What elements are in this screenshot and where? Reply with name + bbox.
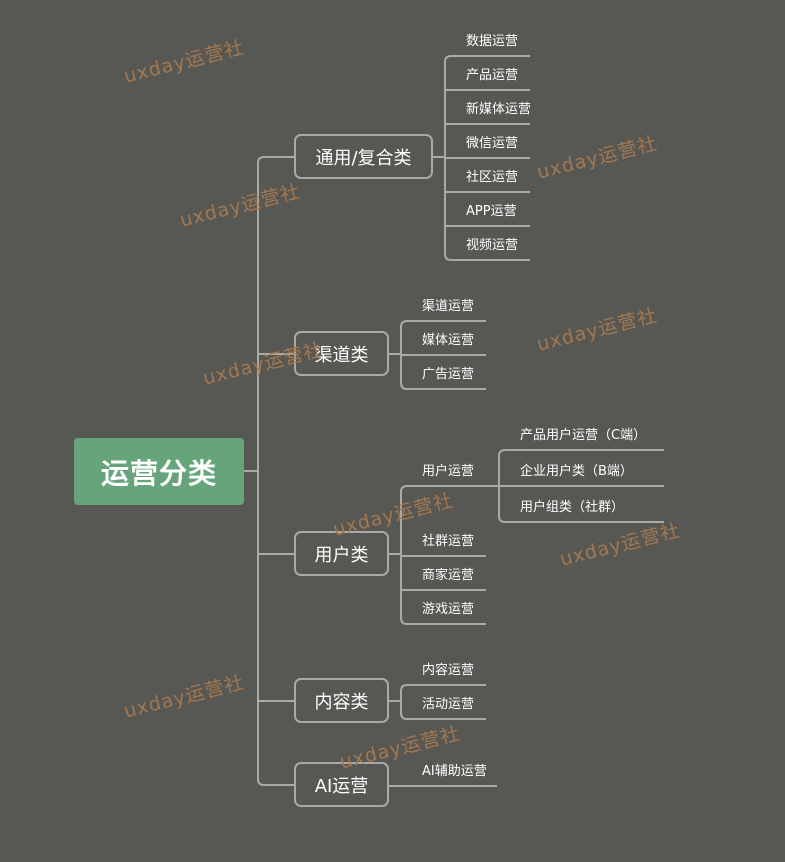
leaf-node[interactable]: 微信运营 (466, 136, 519, 151)
root-label: 运营分类 (100, 456, 217, 490)
category-channel[interactable]: 渠道类 (294, 331, 389, 376)
channel-branch (400, 320, 486, 328)
content-branch (400, 712, 486, 720)
root-node[interactable]: 运营分类 (74, 438, 244, 505)
leaf-node[interactable]: 视频运营 (466, 238, 519, 253)
leaf-node[interactable]: 用户运营 (422, 464, 475, 479)
category-content[interactable]: 内容类 (294, 678, 389, 723)
leaf-node[interactable]: 媒体运营 (422, 333, 475, 348)
general-branch (444, 55, 530, 63)
channel-branch (400, 382, 486, 390)
leaf-node[interactable]: 社区运营 (466, 170, 519, 185)
leaf-node[interactable]: 渠道运营 (422, 299, 475, 314)
user-sub-branch (498, 515, 664, 523)
leaf-node[interactable]: 数据运营 (466, 34, 519, 49)
category-label: 用户类 (314, 544, 369, 566)
category-connector (257, 156, 294, 164)
category-user[interactable]: 用户类 (294, 531, 389, 576)
leaf-node[interactable]: 游戏运营 (422, 602, 475, 617)
leaf-node[interactable]: 广告运营 (422, 367, 475, 382)
leaf-node[interactable]: 活动运营 (422, 697, 475, 712)
category-label: AI运营 (314, 775, 369, 797)
leaf-node[interactable]: 产品运营 (466, 68, 519, 83)
category-ai[interactable]: AI运营 (294, 762, 389, 807)
category-general[interactable]: 通用/复合类 (294, 134, 433, 179)
user-branch (400, 485, 486, 493)
category-label: 通用/复合类 (315, 147, 412, 169)
leaf-node[interactable]: 社群运营 (422, 534, 475, 549)
content-branch (400, 684, 486, 692)
sub-leaf-node[interactable]: 用户组类（社群） (520, 500, 625, 515)
general-branch (444, 253, 530, 261)
leaf-node[interactable]: AI辅助运营 (422, 764, 487, 779)
user-branch (400, 617, 486, 625)
leaf-node[interactable]: 内容运营 (422, 663, 475, 678)
sub-leaf-node[interactable]: 产品用户运营（C端） (520, 428, 647, 443)
category-label: 内容类 (314, 691, 369, 713)
category-label: 渠道类 (314, 344, 369, 366)
category-connector (257, 778, 294, 786)
leaf-node[interactable]: APP运营 (466, 204, 517, 219)
leaf-node[interactable]: 商家运营 (422, 568, 475, 583)
user-sub-branch (498, 449, 664, 457)
sub-leaf-node[interactable]: 企业用户类（B端） (520, 464, 633, 479)
leaf-node[interactable]: 新媒体运营 (466, 102, 532, 117)
